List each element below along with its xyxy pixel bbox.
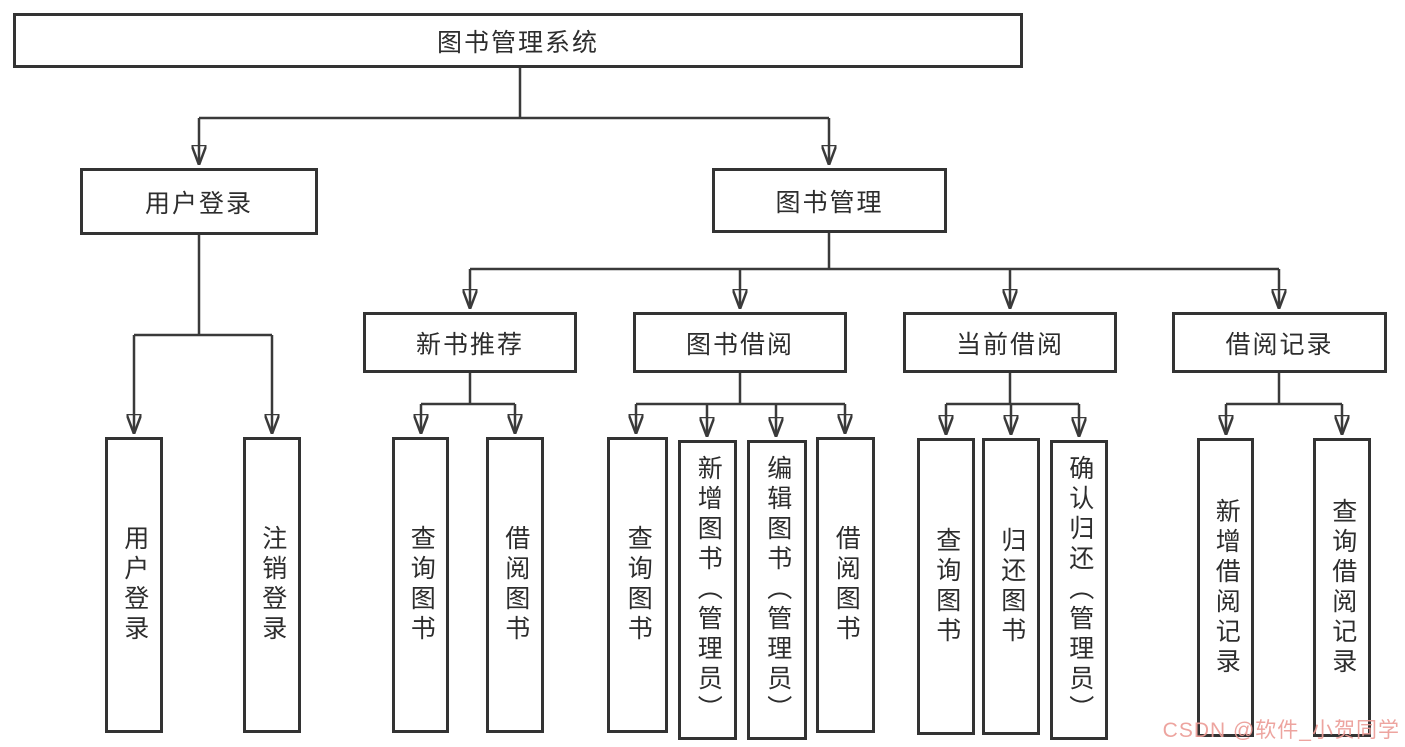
leaf-add-books-admin-label: 新增图书（管理员）	[694, 455, 723, 725]
node-book-borrow-label: 图书借阅	[685, 330, 794, 359]
node-user-login-label: 用户登录	[144, 189, 253, 218]
leaf-recommend-borrow-books-label: 借阅图书	[501, 525, 530, 645]
leaf-borrow-query-books: 查询图书	[607, 437, 668, 733]
leaf-logout-label: 注销登录	[258, 525, 287, 645]
node-current-borrow-label: 当前借阅	[955, 330, 1064, 359]
csdn-watermark: CSDN @软件_小贺同学	[1162, 719, 1400, 742]
leaf-add-borrow-record: 新增借阅记录	[1197, 438, 1254, 737]
leaf-user-login-label: 用户登录	[120, 525, 149, 645]
leaf-return-books-label: 归还图书	[997, 526, 1026, 647]
leaf-borrow-books: 借阅图书	[816, 437, 875, 733]
leaf-recommend-borrow-books: 借阅图书	[486, 437, 544, 733]
leaf-recommend-query-books: 查询图书	[392, 437, 449, 733]
leaf-return-books: 归还图书	[982, 438, 1040, 735]
leaf-add-borrow-record-label: 新增借阅记录	[1212, 497, 1241, 678]
node-new-book-recommend: 新书推荐	[363, 312, 577, 373]
leaf-current-query-books: 查询图书	[917, 438, 975, 735]
node-root: 图书管理系统	[13, 13, 1023, 68]
leaf-query-borrow-record-label: 查询借阅记录	[1328, 497, 1357, 678]
leaf-confirm-return-admin: 确认归还（管理员）	[1050, 440, 1108, 740]
node-current-borrow: 当前借阅	[903, 312, 1117, 373]
leaf-query-borrow-record: 查询借阅记录	[1313, 438, 1371, 737]
leaf-edit-books-admin: 编辑图书（管理员）	[747, 440, 807, 740]
leaf-recommend-query-books-label: 查询图书	[407, 525, 436, 645]
leaf-user-login: 用户登录	[105, 437, 163, 733]
node-borrow-record-label: 借阅记录	[1225, 330, 1334, 359]
leaf-logout: 注销登录	[243, 437, 301, 733]
node-new-book-recommend-label: 新书推荐	[415, 330, 524, 359]
node-book-management-label: 图书管理	[775, 188, 884, 217]
leaf-current-query-books-label: 查询图书	[932, 526, 961, 647]
leaf-edit-books-admin-label: 编辑图书（管理员）	[763, 455, 792, 725]
node-book-management: 图书管理	[712, 168, 947, 233]
node-root-label: 图书管理系统	[436, 28, 599, 57]
node-book-borrow: 图书借阅	[633, 312, 847, 373]
node-user-login: 用户登录	[80, 168, 318, 235]
leaf-add-books-admin: 新增图书（管理员）	[678, 440, 737, 740]
node-borrow-record: 借阅记录	[1172, 312, 1387, 373]
leaf-confirm-return-admin-label: 确认归还（管理员）	[1065, 455, 1094, 725]
leaf-borrow-books-label: 借阅图书	[832, 525, 861, 645]
leaf-borrow-query-books-label: 查询图书	[624, 525, 653, 645]
